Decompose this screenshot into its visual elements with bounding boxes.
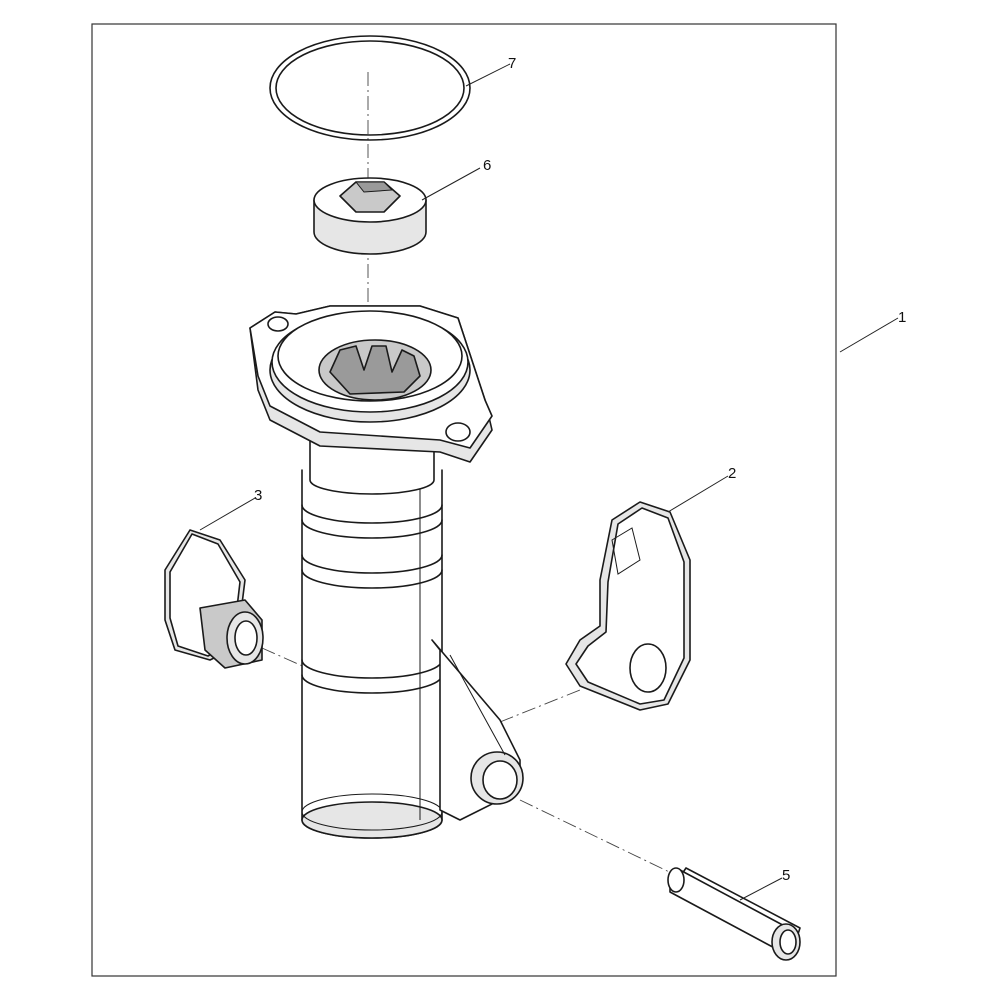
part-3-bracket: [164, 529, 264, 669]
part-2-lever: [565, 501, 691, 711]
callout-6: 6: [483, 157, 491, 174]
diagram-frame: [91, 23, 837, 977]
callout-2: 2: [728, 465, 736, 482]
part-5-pin: [667, 867, 801, 961]
leader-lines: [199, 63, 899, 901]
callout-5: 5: [782, 867, 790, 884]
callout-7: 7: [508, 55, 516, 72]
part-6-hex-bushing: [313, 177, 427, 255]
part-1-housing: [249, 305, 524, 839]
callout-3: 3: [254, 487, 262, 504]
callout-1: 1: [898, 309, 906, 326]
part-7-o-ring: [269, 35, 471, 141]
